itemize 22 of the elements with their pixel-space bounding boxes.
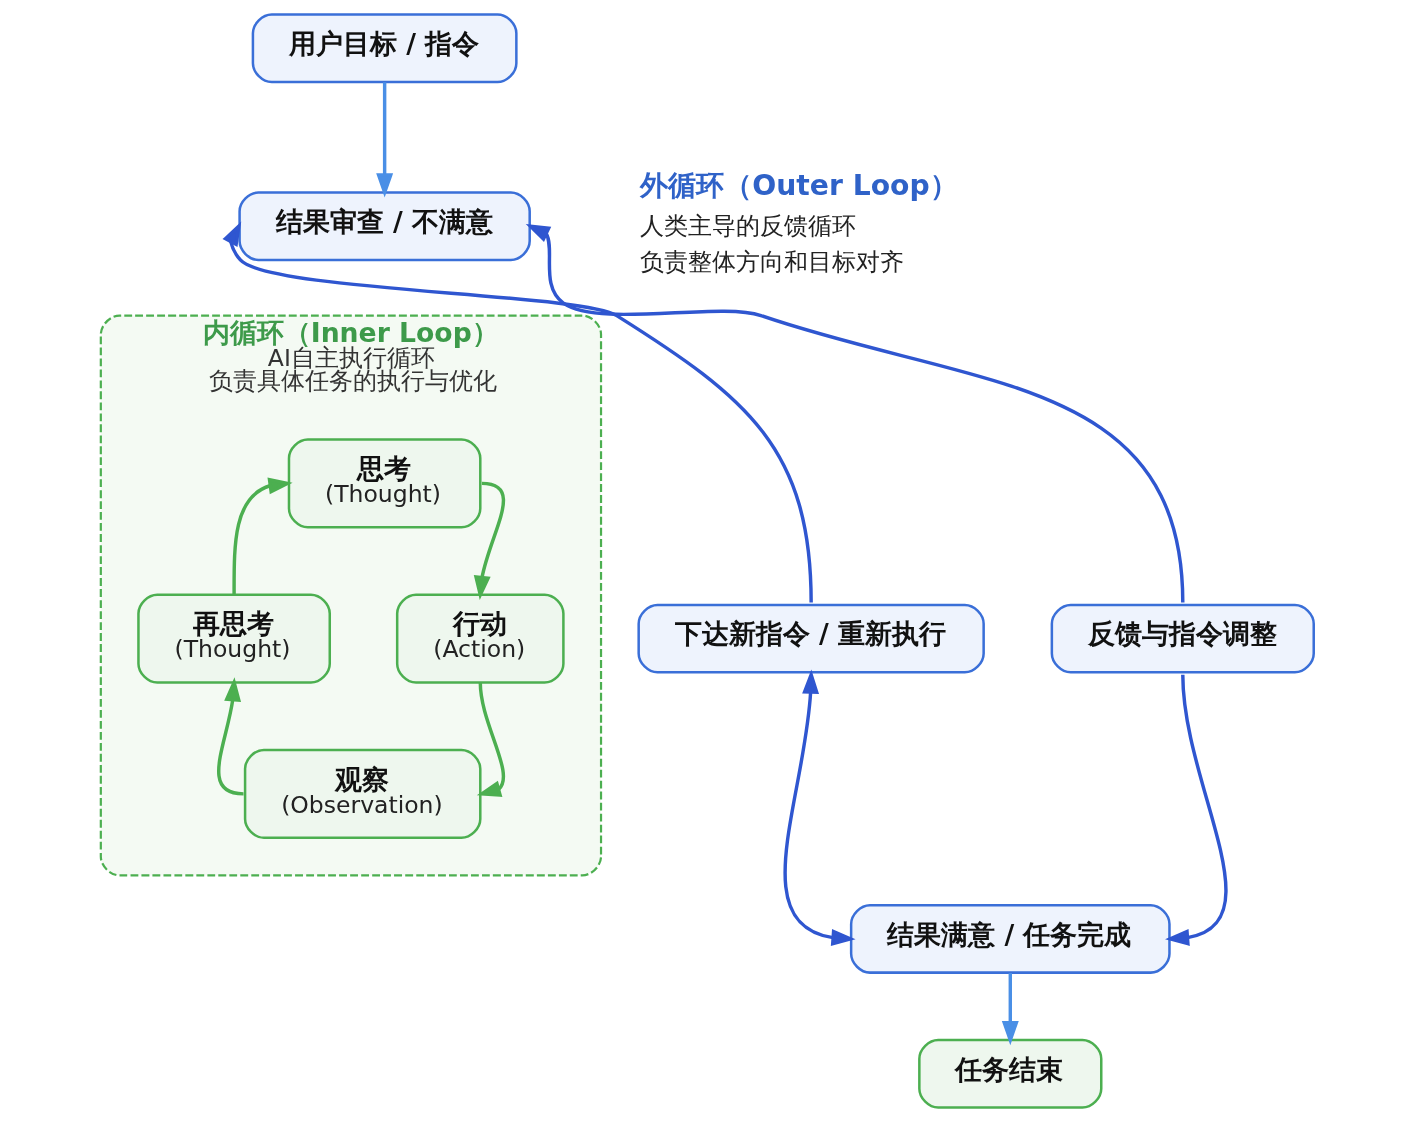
label: 外循环（Outer Loop） bbox=[640, 169, 958, 203]
arrow bbox=[783, 669, 856, 946]
arrow bbox=[525, 223, 1185, 603]
arrow bbox=[1165, 674, 1228, 946]
node-box: 下达新指令 / 重新执行 bbox=[637, 603, 985, 674]
arrow bbox=[222, 221, 813, 603]
node-box: 任务结束 bbox=[918, 1038, 1103, 1109]
arrow bbox=[476, 682, 506, 797]
node-box: 再思考 (Thought) bbox=[137, 593, 331, 684]
node-box: 反馈与指令调整 bbox=[1050, 603, 1315, 674]
node-box: 思考 (Thought) bbox=[287, 438, 482, 529]
node-box: 用户目标 / 指令 bbox=[251, 13, 518, 84]
node-box: 行动 (Action) bbox=[395, 593, 565, 684]
arrow bbox=[1001, 973, 1019, 1046]
node-box: 结果审查 / 不满意 bbox=[238, 191, 531, 262]
node-box: 观察 (Observation) bbox=[243, 748, 482, 840]
arrow bbox=[217, 677, 244, 796]
node-box: 结果满意 / 任务完成 bbox=[849, 903, 1171, 974]
arrow bbox=[376, 82, 394, 198]
label: 人类主导的反馈循环 bbox=[640, 212, 857, 241]
label: 负责整体方向和目标对齐 bbox=[640, 248, 905, 277]
arrow bbox=[232, 477, 293, 595]
